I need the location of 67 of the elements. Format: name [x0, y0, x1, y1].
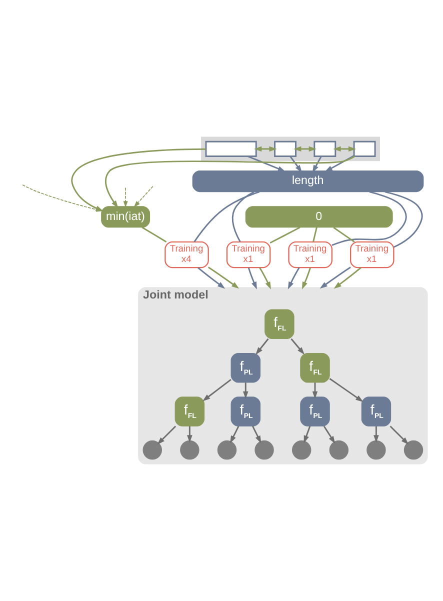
node-circle: [180, 440, 200, 460]
arrow: [198, 267, 226, 289]
connector: [270, 226, 300, 244]
node-box: f$_{FL}$: [300, 352, 330, 383]
node-circle: [404, 440, 424, 460]
arrow: [105, 156, 356, 208]
node-circle: [217, 440, 237, 460]
connector: [332, 191, 407, 246]
node-box: 0: [245, 206, 393, 228]
arrow: [312, 382, 318, 399]
arrow: [334, 267, 362, 289]
node-box: f$_{PL}$: [361, 396, 392, 426]
arrow: [208, 266, 240, 289]
arrow: [134, 186, 154, 208]
connector: [232, 191, 254, 242]
node-circle: [142, 440, 162, 460]
node-box: Training x1: [350, 241, 394, 268]
node-box: [274, 140, 296, 157]
arrow: [374, 426, 379, 443]
node-circle: [254, 440, 274, 460]
arrow: [242, 382, 248, 399]
node-box: f$_{PL}$: [300, 396, 330, 426]
node-box: length: [192, 170, 424, 192]
arrow: [259, 267, 271, 290]
arrow: [390, 426, 409, 445]
node-box: Training x1: [288, 241, 332, 268]
connector: [312, 227, 318, 242]
arrow: [323, 426, 336, 444]
node-box: Training x4: [164, 241, 209, 268]
arrow: [248, 267, 257, 290]
arrow: [288, 267, 300, 290]
arrow: [324, 155, 354, 172]
node-box: min(iat): [101, 206, 150, 228]
connector: [333, 226, 355, 242]
connector: [194, 191, 260, 242]
arrow: [302, 267, 311, 290]
node-circle: [329, 440, 349, 460]
arrow: [312, 156, 322, 173]
arrow: [157, 426, 176, 445]
node-circle: [292, 440, 312, 460]
arrow: [294, 146, 316, 152]
arrow: [247, 156, 286, 172]
arrow: [320, 266, 351, 289]
node-box: f$_{FL}$: [174, 396, 205, 426]
node-box: [314, 140, 336, 157]
connector: [142, 226, 167, 242]
arrow: [202, 379, 232, 402]
arrow: [256, 338, 269, 355]
node-box: f$_{FL}$: [264, 309, 294, 339]
node-box: f$_{PL}$: [230, 352, 260, 383]
arrow: [252, 426, 262, 444]
arrow: [123, 187, 128, 208]
node-box: [353, 140, 376, 157]
connector: [384, 191, 423, 248]
arrow: [254, 146, 277, 152]
arrow: [290, 156, 302, 173]
arrow: [329, 378, 364, 402]
arrow: [304, 426, 311, 444]
arrow: [333, 146, 356, 152]
node-circle: [366, 440, 386, 460]
node-box: [205, 140, 257, 157]
cluster: [201, 136, 380, 162]
arrow: [290, 338, 304, 355]
node-box: f$_{PL}$: [230, 396, 260, 426]
arrow: [187, 426, 192, 443]
node-box: Training x1: [226, 241, 271, 268]
arrow: [230, 426, 240, 444]
